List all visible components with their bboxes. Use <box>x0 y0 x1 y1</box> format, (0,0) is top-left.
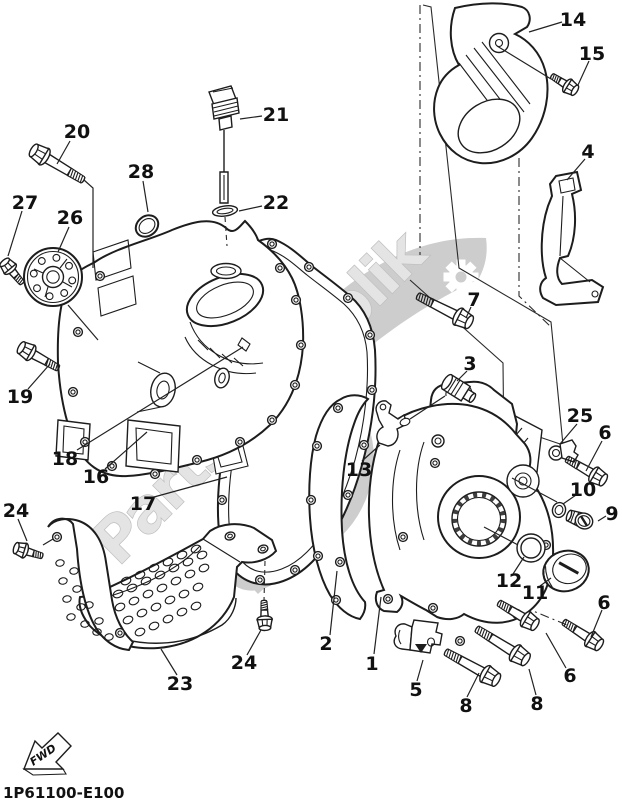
callout-20: 20 <box>64 121 90 143</box>
part-stopper-13 <box>375 400 408 447</box>
part-crankcase-cover-left-16 <box>55 219 307 480</box>
callout-8b: 8 <box>530 693 543 715</box>
callout-13: 13 <box>346 459 372 481</box>
callout-23: 23 <box>167 673 193 695</box>
callout-19: 19 <box>7 386 33 408</box>
skid-plate-ear-holes <box>224 531 269 554</box>
skid-plate-wing-holes <box>55 559 114 641</box>
skid-plate-holes <box>112 544 210 637</box>
callout-3: 3 <box>463 353 476 375</box>
callout-21: 21 <box>263 104 289 126</box>
part-crankcase-cover-right-1 <box>367 380 555 647</box>
part-clamp-25 <box>548 439 579 463</box>
diagram-code: 1P61100-E100 <box>3 784 124 800</box>
callout-10: 10 <box>570 479 596 501</box>
callout-16: 16 <box>83 466 109 488</box>
callout-4: 4 <box>581 141 594 163</box>
forward-arrow-icon: FWD <box>22 732 72 776</box>
callout-11: 11 <box>522 582 548 604</box>
part-collar-3 <box>440 373 477 404</box>
callout-25: 25 <box>567 405 593 427</box>
part-oring-12 <box>516 533 546 563</box>
callout-2: 2 <box>319 633 332 655</box>
part-bolt-24b <box>255 599 274 632</box>
part-plug-9 <box>565 509 594 530</box>
leader-lines <box>7 21 607 698</box>
callout-18: 18 <box>52 448 78 470</box>
callout-27: 27 <box>12 192 38 214</box>
part-oring-10 <box>551 501 567 519</box>
callout-12: 12 <box>496 570 522 592</box>
callout-6a: 6 <box>598 422 611 444</box>
part-skid-plate-23 <box>47 517 278 652</box>
callout-17: 17 <box>130 493 156 515</box>
callout-7: 7 <box>467 289 480 311</box>
callout-26: 26 <box>57 207 83 229</box>
part-gasket-right-2 <box>305 394 370 621</box>
callout-8a: 8 <box>459 695 472 717</box>
part-bolt-15 <box>546 68 582 99</box>
part-filler-cap-11 <box>542 549 590 593</box>
part-bolt-6c <box>557 613 607 655</box>
part-bolt-19 <box>13 338 64 377</box>
part-dipstick-21 <box>208 85 240 204</box>
callouts: 1 2 3 4 5 6 6 6 7 8 8 9 10 11 12 13 14 1… <box>3 9 619 717</box>
callout-14: 14 <box>560 9 586 31</box>
part-bolt-8a <box>439 642 505 691</box>
callout-1: 1 <box>365 653 378 675</box>
part-bracket-4 <box>539 170 605 307</box>
callout-15: 15 <box>579 43 605 65</box>
callout-6c: 6 <box>597 592 610 614</box>
part-bearing-plate-26 <box>23 247 83 307</box>
gear-icon <box>443 259 479 295</box>
callout-24a: 24 <box>3 500 29 522</box>
callout-5: 5 <box>409 679 422 701</box>
callout-22: 22 <box>263 192 289 214</box>
callout-9: 9 <box>605 503 618 525</box>
part-sprocket-cover-14 <box>433 2 549 165</box>
callout-24b: 24 <box>231 652 257 674</box>
callout-28: 28 <box>128 161 154 183</box>
part-oring-22 <box>211 205 239 217</box>
part-bolt-20 <box>25 140 90 190</box>
part-clamp-5 <box>393 619 443 654</box>
part-bolt-24a <box>10 539 46 565</box>
callout-6b: 6 <box>563 665 576 687</box>
